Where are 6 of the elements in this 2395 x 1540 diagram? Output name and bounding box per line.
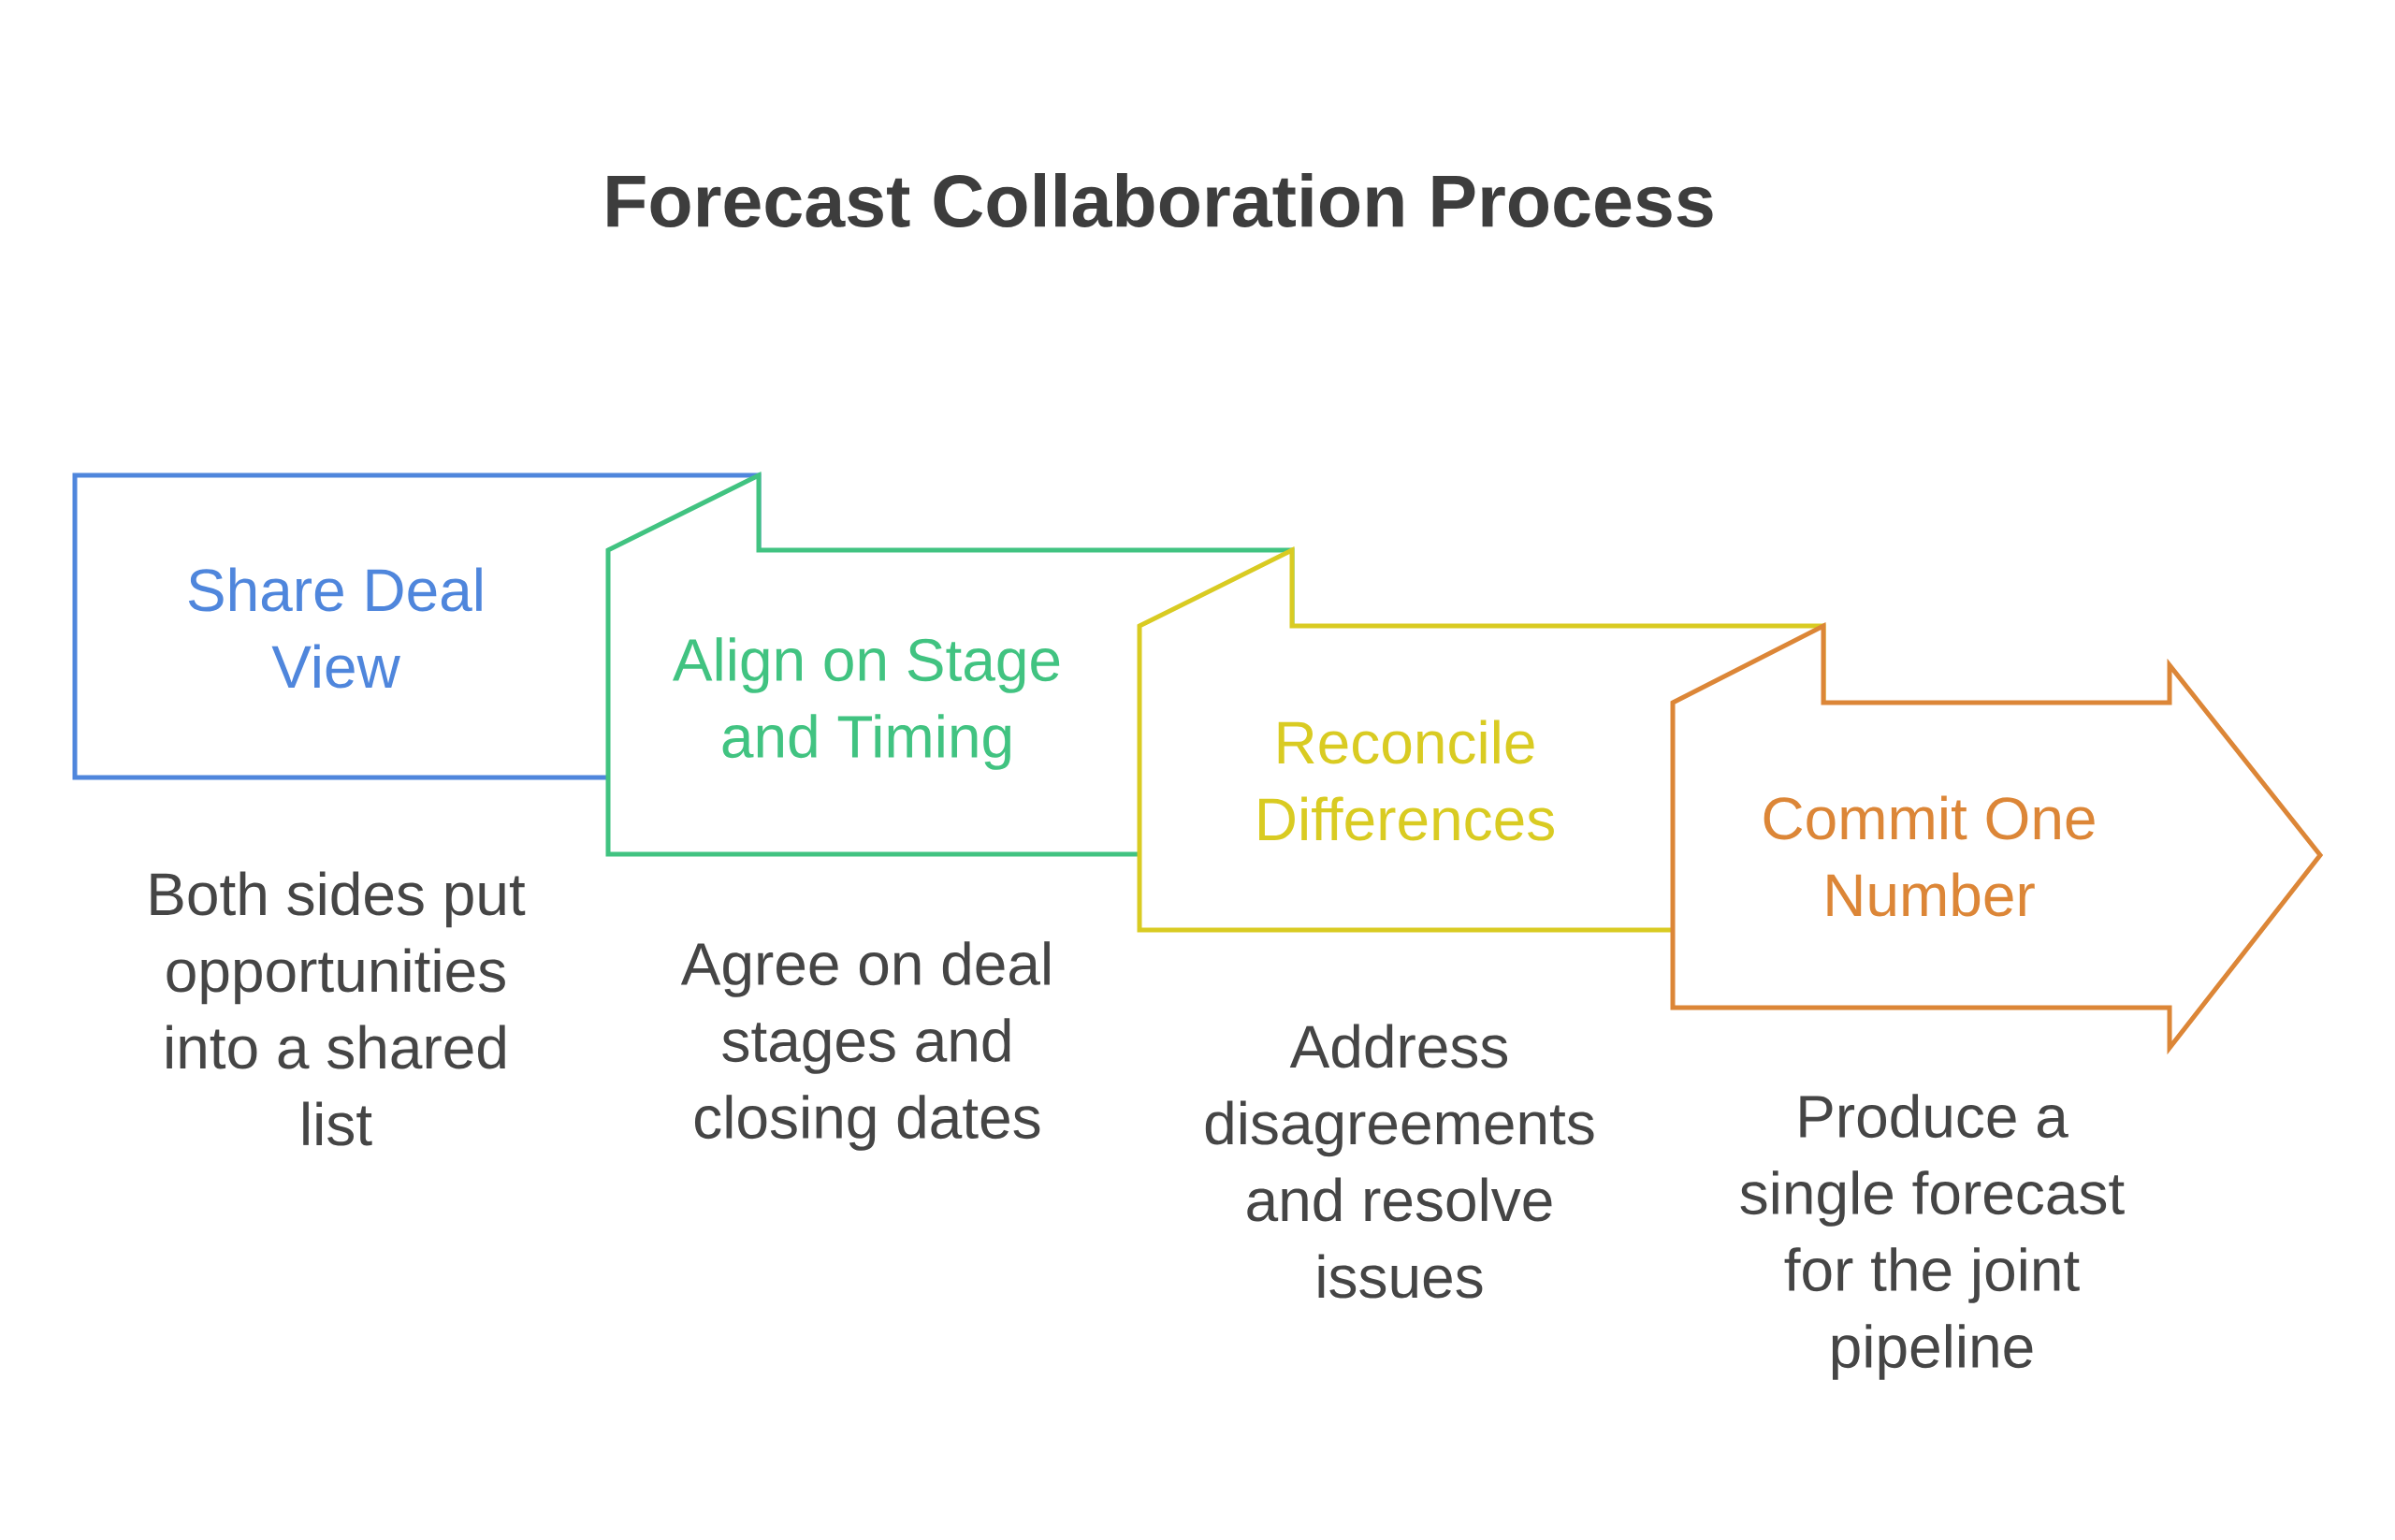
step-description: Produce a single forecast for the joint pipeline (1740, 1094, 2125, 1380)
step-box: Commit One Number (1670, 621, 2324, 1055)
step-description: Agree on deal stages and closing dates (680, 941, 1050, 1151)
title: Forecast Collaboration Process (607, 173, 1713, 227)
step-description: Both sides put opportunities into a shared list (151, 871, 526, 1146)
step-description: Address disagreements and resolve issues (1205, 1024, 1594, 1299)
